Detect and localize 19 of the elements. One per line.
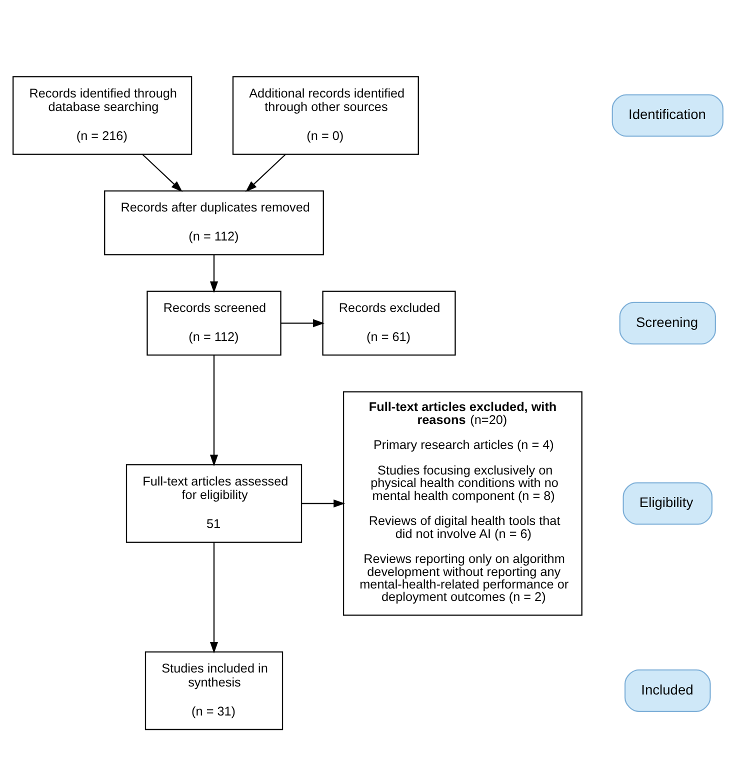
node-box: Full-text articles excluded, with reasons (n=20) Primary research articles (n = 4) Studies focusing exclusively on physical health conditions with no mental health component (n = 8) Reviews of digital health tools that did not involve AI (n = 6) Reviews reporting only on algorithm development without reporting any mental-health-related performance or deployment outcomes (n = 2) bbox=[342, 391, 582, 616]
node-box: Identification bbox=[612, 94, 724, 137]
node-box: Records screened (n = 112) bbox=[146, 290, 282, 356]
arrow bbox=[142, 154, 183, 192]
arrow bbox=[281, 319, 325, 328]
arrow bbox=[210, 254, 218, 293]
node-box: Included bbox=[624, 669, 711, 712]
arrow bbox=[245, 154, 286, 192]
node-box: Full-text articles assessed for eligibility 51 bbox=[126, 464, 302, 543]
arrow bbox=[302, 499, 346, 508]
node-box: Studies included in synthesis (n = 31) bbox=[144, 651, 284, 730]
arrow bbox=[210, 542, 218, 654]
node-box: Eligibility bbox=[622, 482, 713, 525]
node-box: Records excluded (n = 61) bbox=[322, 290, 456, 356]
node-box: Screening bbox=[619, 302, 716, 344]
node-box: Additional records identified through other sources (n = 0) bbox=[232, 76, 419, 155]
node-box: Records after duplicates removed (n = 112) bbox=[104, 190, 324, 256]
arrow bbox=[210, 355, 218, 466]
node-box: Records identified through database searching (n = 216) bbox=[12, 76, 192, 155]
